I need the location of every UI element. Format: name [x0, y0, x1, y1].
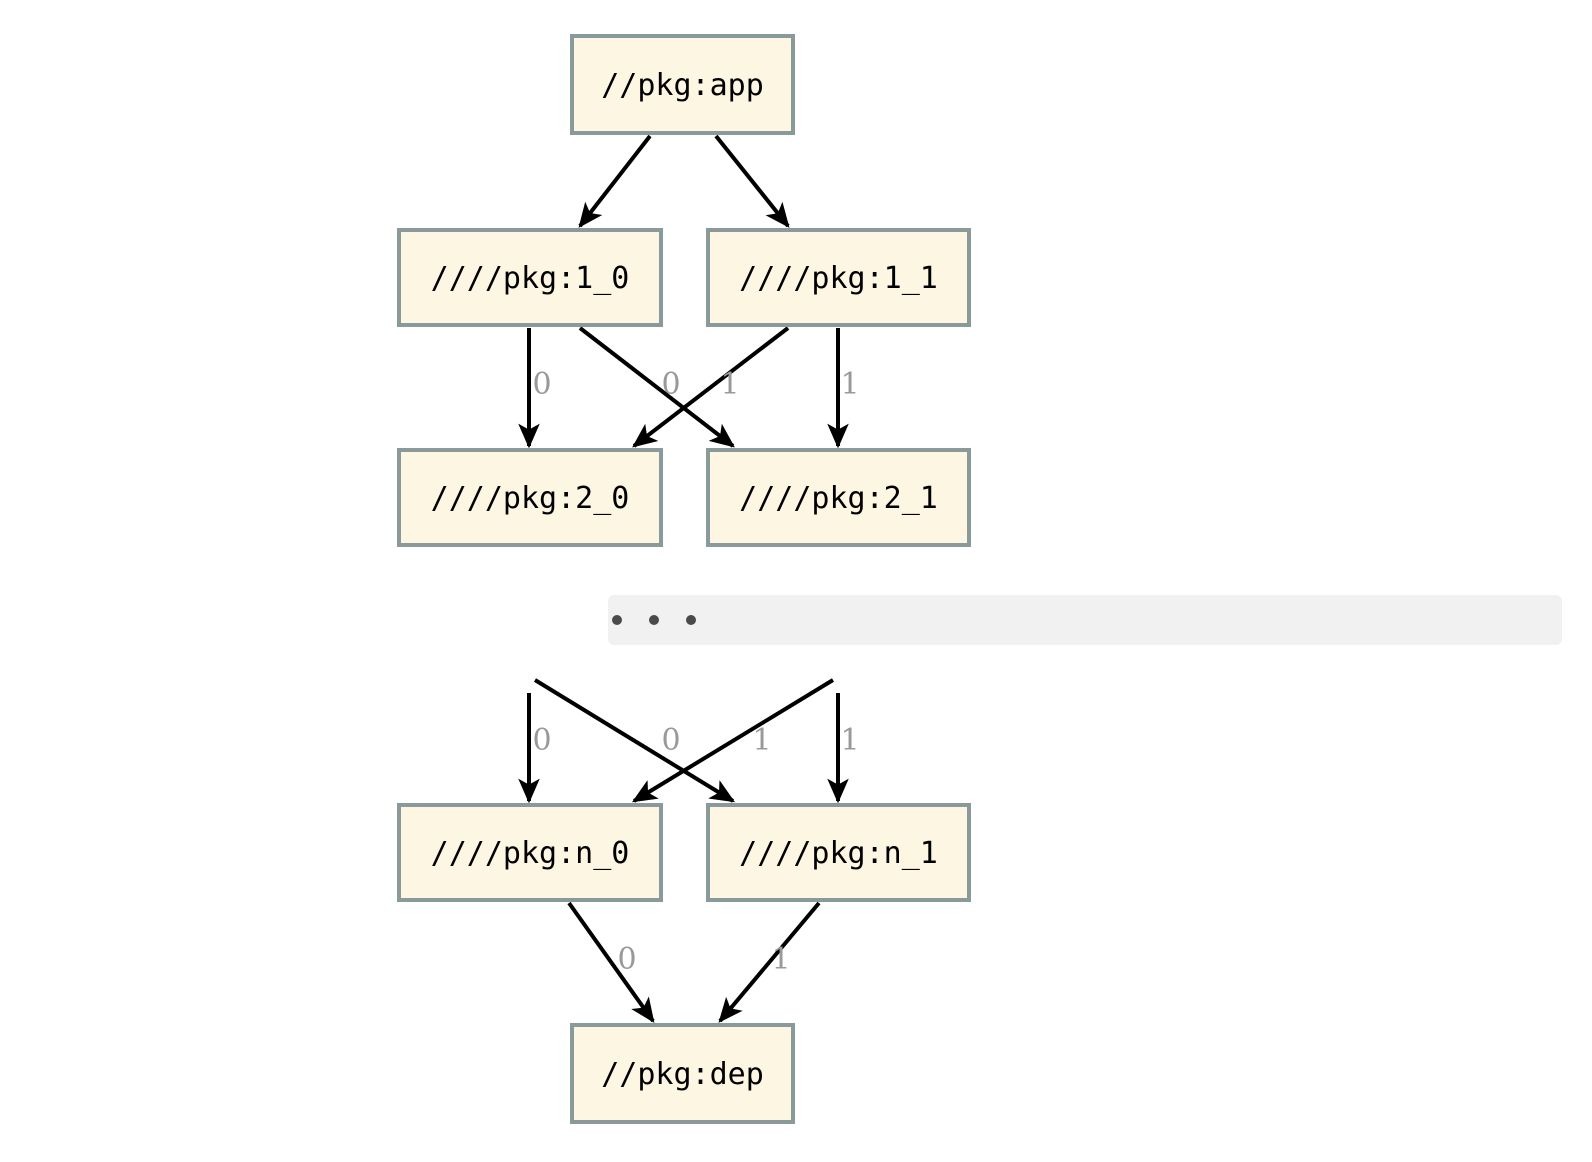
edge-label-e-y-n_1: 1 — [840, 723, 859, 758]
node-label-n1_1: ////pkg:1_1 — [739, 261, 938, 296]
edge-label-e-n_0-dep: 0 — [617, 942, 636, 977]
node-n2_1[interactable]: ////pkg:2_1 — [706, 448, 971, 547]
node-label-n2_0: ////pkg:2_0 — [431, 481, 630, 516]
edge-e-n_1-dep — [718, 901, 821, 1023]
ellipsis-dot-2 — [686, 615, 696, 625]
node-box-dep[interactable] — [570, 1023, 795, 1124]
node-nn_1[interactable]: ////pkg:n_1 — [706, 803, 971, 902]
node-box-n2_0[interactable] — [397, 448, 663, 547]
node-label-app: //pkg:app — [601, 68, 764, 103]
node-dep[interactable]: //pkg:dep — [570, 1023, 795, 1124]
node-label-nn_1: ////pkg:n_1 — [739, 836, 938, 871]
node-box-n1_1[interactable] — [706, 228, 971, 327]
edge-e-app-1_0 — [578, 134, 652, 228]
edge-label-e-y-n_0: 1 — [752, 723, 771, 758]
node-box-n1_0[interactable] — [397, 228, 663, 327]
edge-label-e-1_1-2_1: 1 — [840, 367, 859, 402]
edge-label-e-n_1-dep: 1 — [771, 942, 790, 977]
ellipsis-dot-1 — [649, 615, 659, 625]
elided-section-band — [608, 595, 1562, 645]
edge-e-n_0-dep — [567, 901, 655, 1023]
edge-label-e-x-n_0: 0 — [532, 723, 551, 758]
node-n1_1[interactable]: ////pkg:1_1 — [706, 228, 971, 327]
edge-label-e-1_1-2_0: 1 — [720, 367, 739, 402]
node-app[interactable]: //pkg:app — [570, 34, 795, 135]
node-label-dep: //pkg:dep — [601, 1057, 764, 1092]
node-label-nn_0: ////pkg:n_0 — [431, 836, 630, 871]
node-n1_0[interactable]: ////pkg:1_0 — [397, 228, 663, 327]
node-box-nn_1[interactable] — [706, 803, 971, 902]
ellipsis-dot-0 — [612, 615, 622, 625]
node-label-n1_0: ////pkg:1_0 — [431, 261, 630, 296]
edge-e-x-n_1a — [533, 678, 736, 803]
edge-label-e-1_0-2_1: 0 — [661, 367, 680, 402]
node-label-n2_1: ////pkg:2_1 — [739, 481, 938, 516]
edge-label-e-1_0-2_0: 0 — [532, 367, 551, 402]
edge-label-e-x-n_1a: 0 — [661, 723, 680, 758]
elided-nodes-band — [608, 595, 1562, 645]
edge-e-1_1-2_0 — [632, 326, 790, 448]
node-n2_0[interactable]: ////pkg:2_0 — [397, 448, 663, 547]
node-box-nn_0[interactable] — [397, 803, 663, 902]
node-layer: //pkg:app ////pkg:1_0 ////pkg:1_1 ////pkg:2… — [397, 34, 971, 1124]
node-box-app[interactable] — [570, 34, 795, 135]
edge-e-1_0-2_1 — [578, 326, 735, 448]
edge-e-app-1_1 — [714, 134, 790, 228]
node-nn_0[interactable]: ////pkg:n_0 — [397, 803, 663, 902]
edge-label-layer: 0 0 1 1 0 0 1 1 0 1 — [532, 367, 859, 977]
edge-layer — [518, 134, 849, 1023]
node-box-n2_1[interactable] — [706, 448, 971, 547]
edge-e-y-n_0 — [631, 678, 835, 803]
